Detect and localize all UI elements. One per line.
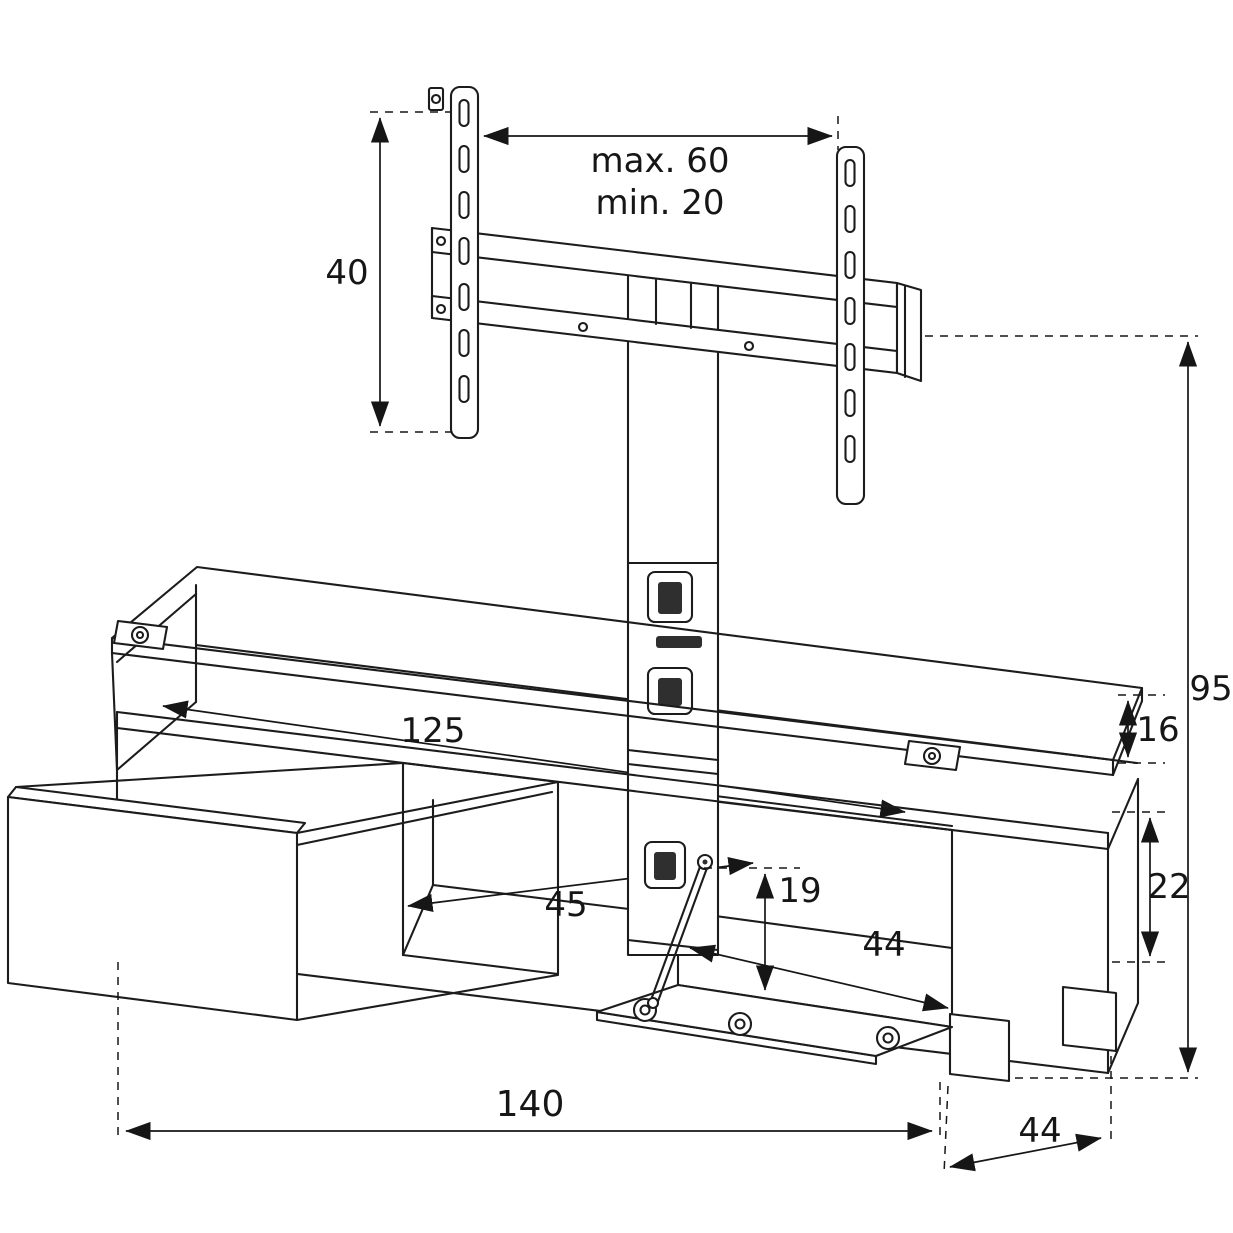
dim-flap-height-label: 19 bbox=[778, 871, 821, 911]
dim-shelf-gap-label: 16 bbox=[1136, 710, 1179, 750]
flap-hinge bbox=[727, 1011, 753, 1037]
dim-total-depth-label: 44 bbox=[1018, 1111, 1061, 1151]
glass-top bbox=[110, 565, 1144, 851]
dim-bracket-width: max. 60 min. 20 bbox=[483, 116, 839, 223]
foot-back bbox=[1061, 985, 1118, 1053]
dim-total-depth: 44 bbox=[943, 1056, 1112, 1175]
dim-bracket-max-label: max. 60 bbox=[591, 141, 730, 181]
dim-total-width: 140 bbox=[117, 962, 941, 1142]
dim-total-width-label: 140 bbox=[496, 1084, 565, 1125]
drawer-open bbox=[6, 761, 560, 1022]
dim-inner-width-line bbox=[162, 700, 906, 818]
brand-plate bbox=[656, 636, 702, 648]
dim-total-height: 95 bbox=[925, 335, 1233, 1079]
stay-cable bbox=[646, 853, 714, 1010]
dim-flap-width: 44 bbox=[689, 925, 949, 1012]
cable-anchor bbox=[646, 996, 660, 1010]
dim-middle-width: 45 bbox=[544, 885, 587, 925]
dim-flap-height: 19 bbox=[704, 867, 822, 991]
mount-rail-left bbox=[449, 85, 480, 440]
dim-middle-width-label: 45 bbox=[544, 885, 587, 925]
dim-bracket-height-label: 40 bbox=[325, 253, 368, 293]
screw-icon bbox=[743, 340, 755, 352]
dim-total-height-label: 95 bbox=[1189, 669, 1232, 709]
dim-bracket-height: 40 bbox=[325, 111, 452, 433]
dim-inner-width-label: 125 bbox=[401, 711, 466, 751]
dim-shelf-gap: 16 bbox=[1118, 694, 1180, 764]
screw-icon bbox=[430, 93, 442, 105]
dim-flap-width-label: 44 bbox=[862, 925, 905, 965]
screw-icon bbox=[435, 303, 447, 315]
dim-bracket-min-label: min. 20 bbox=[596, 183, 725, 223]
foot-front bbox=[948, 1012, 1011, 1083]
dim-compartment-height: 22 bbox=[1112, 811, 1191, 963]
screw-icon bbox=[577, 321, 589, 333]
mount-rail-right bbox=[835, 145, 866, 506]
flap-door bbox=[595, 983, 954, 1066]
dim-compartment-height-label: 22 bbox=[1147, 867, 1190, 907]
screw-icon bbox=[435, 235, 447, 247]
support-column bbox=[626, 260, 720, 957]
crossbar-end-cap bbox=[895, 281, 923, 383]
drawer-front-panel bbox=[6, 795, 299, 1022]
flap-hinge bbox=[875, 1025, 901, 1051]
dim-inner-width: 125 bbox=[401, 711, 466, 751]
flap-panel bbox=[595, 983, 954, 1058]
cabinet-feet bbox=[948, 985, 1118, 1083]
mount-crossbar bbox=[427, 86, 923, 383]
